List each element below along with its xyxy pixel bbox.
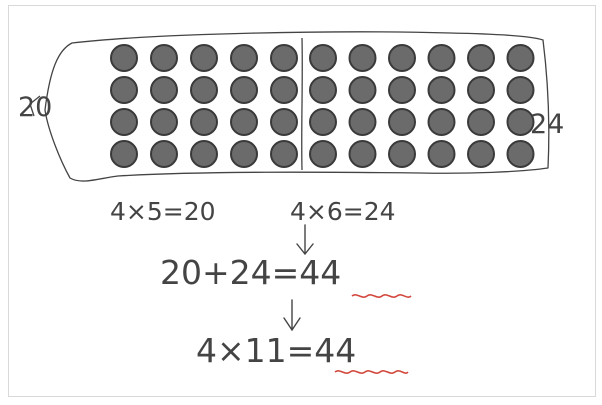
- array-dot-left-r1-c1: [110, 44, 138, 72]
- array-dot-left-r4-c5: [270, 140, 298, 168]
- equation-final: 4×11=44: [196, 331, 356, 370]
- arrow-to-final: [283, 299, 301, 332]
- array-dot-left-r4-c4: [230, 140, 258, 168]
- array-dot-left-r1-c2: [150, 44, 178, 72]
- array-dot-left-r1-c5: [270, 44, 298, 72]
- array-dot-left-r2-c4: [230, 76, 258, 104]
- array-dot-left-r3-c5: [270, 108, 298, 136]
- array-dot-right-r1-c6: [506, 44, 535, 72]
- arrow-to-sum: [296, 224, 314, 256]
- dot-array: [110, 44, 535, 168]
- array-dot-left-r3-c4: [230, 108, 258, 136]
- array-dot-left-r2-c5: [270, 76, 298, 104]
- final-answer-underline: [334, 370, 409, 374]
- array-dot-right-r4-c3: [388, 140, 416, 168]
- array-dot-right-r4-c2: [348, 140, 377, 168]
- array-dot-left-r4-c1: [110, 140, 138, 168]
- left-total-label: 20: [18, 92, 52, 123]
- array-dot-right-r3-c3: [388, 108, 416, 136]
- array-dot-right-r3-c5: [467, 108, 495, 136]
- sum-answer-underline: [351, 294, 412, 298]
- array-dot-right-r2-c6: [506, 76, 535, 104]
- array-dot-left-r2-c3: [190, 76, 218, 104]
- array-dot-right-r2-c3: [388, 76, 416, 104]
- array-dot-left-r4-c3: [190, 140, 218, 168]
- array-dot-right-r4-c1: [309, 140, 337, 168]
- array-dot-left-r3-c3: [190, 108, 218, 136]
- array-divider-line: [301, 37, 303, 171]
- array-dot-right-r1-c2: [348, 44, 377, 72]
- array-dot-left-r3-c1: [110, 108, 138, 136]
- array-dot-left-r1-c4: [230, 44, 258, 72]
- array-dot-right-r1-c1: [309, 44, 337, 72]
- array-dot-right-r2-c5: [467, 76, 495, 104]
- array-dot-left-r4-c2: [150, 140, 178, 168]
- array-dot-right-r3-c4: [427, 108, 456, 136]
- array-dot-right-r2-c1: [309, 76, 337, 104]
- array-lasso: [44, 31, 550, 182]
- array-dot-left-r2-c1: [110, 76, 138, 104]
- left-label-arrow: [29, 95, 41, 117]
- array-dot-right-r4-c6: [506, 140, 535, 168]
- array-dot-right-r3-c6: [506, 108, 535, 136]
- array-dot-right-r4-c4: [427, 140, 456, 168]
- equation-right-product: 4×6=24: [290, 197, 396, 226]
- array-dot-right-r1-c4: [427, 44, 456, 72]
- array-dot-right-r2-c2: [348, 76, 377, 104]
- array-dot-right-r3-c2: [348, 108, 377, 136]
- equation-sum: 20+24=44: [160, 253, 341, 292]
- right-total-label: 24: [530, 109, 564, 140]
- array-dot-right-r1-c5: [467, 44, 495, 72]
- array-dot-left-r3-c2: [150, 108, 178, 136]
- array-dot-right-r1-c3: [388, 44, 416, 72]
- array-dot-left-r1-c3: [190, 44, 218, 72]
- array-dot-right-r4-c5: [467, 140, 495, 168]
- equation-left-product: 4×5=20: [110, 197, 216, 226]
- array-dot-right-r3-c1: [309, 108, 337, 136]
- array-dot-right-r2-c4: [427, 76, 456, 104]
- array-dot-left-r2-c2: [150, 76, 178, 104]
